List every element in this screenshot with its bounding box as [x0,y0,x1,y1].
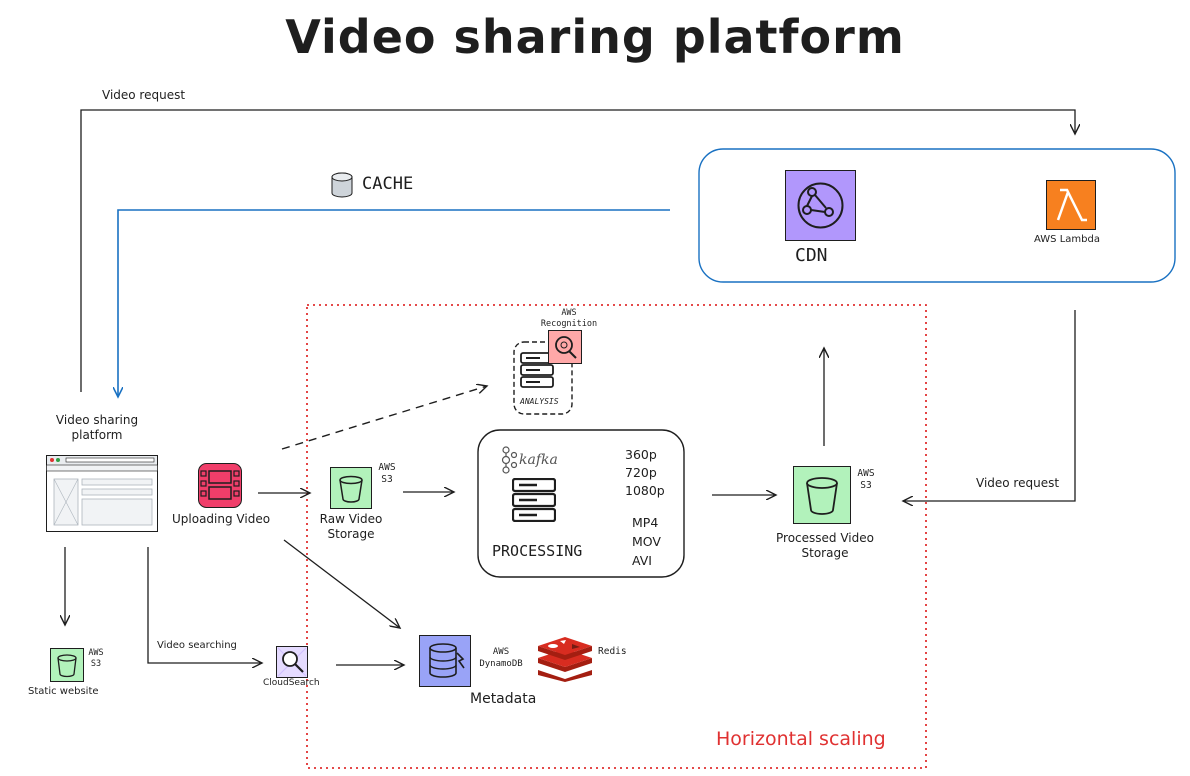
label-horizontal-scaling: Horizontal scaling [716,728,886,750]
arrow-video-request-right [903,310,1076,501]
cdn-container [698,148,1176,283]
label-uploading-video: Uploading Video [172,512,271,526]
resolution-list: 360p 720p 1080p [625,446,665,500]
format-mp4: MP4 [632,515,659,530]
redis-icon[interactable] [536,632,594,682]
horizontal-scaling-box [306,304,927,769]
label-aws-dynamodb: AWS DynamoDB [479,647,523,669]
resolution-720p: 720p [625,465,657,480]
label-static-website: Static website [28,686,99,697]
arrow-upload-to-metadata [283,539,400,628]
analysis-box [513,341,573,415]
label-processing: PROCESSING [492,542,583,560]
label-redis: Redis [598,646,627,657]
label-cloudsearch: CloudSearch [263,678,320,688]
resolution-1080p: 1080p [625,483,665,498]
label-metadata: Metadata [470,691,537,707]
label-processed-aws-s3: AWS S3 [857,468,875,491]
page-title: Video sharing platform [285,10,905,64]
cdn-icon[interactable] [785,170,856,241]
label-static-aws-s3: AWS S3 [88,648,104,669]
format-avi: AVI [632,553,652,568]
resolution-360p: 360p [625,447,657,462]
film-strip-icon[interactable] [198,463,242,508]
cache-cylinder-icon [331,172,353,198]
label-video-searching: Video searching [157,640,237,651]
server-icon [520,352,554,388]
format-mov: MOV [632,534,661,549]
arrow-cache [118,209,670,397]
label-analysis: ANALYSIS [520,397,559,406]
label-video-request-top: Video request [102,88,186,102]
s3-bucket-icon[interactable] [330,467,372,509]
static-s3-bucket-icon[interactable] [50,648,84,682]
arrow-video-searching [147,547,262,663]
label-processed-video-storage: Processed Video Storage [776,531,874,560]
label-aws-lambda: AWS Lambda [1034,234,1100,245]
label-raw-aws-s3: AWS S3 [378,462,396,485]
arrow-video-request-top [80,109,1075,392]
processed-s3-bucket-icon[interactable] [793,466,851,524]
arrow-to-analysis [281,386,487,450]
lambda-icon[interactable] [1046,180,1096,230]
format-list: MP4 MOV AVI [632,513,661,570]
dynamodb-icon[interactable] [419,635,471,687]
cloudsearch-icon[interactable] [276,646,308,678]
label-video-request-right: Video request [976,476,1060,490]
browser-window-icon[interactable] [46,455,158,532]
processing-server-icon [512,478,556,522]
label-cache: CACHE [362,174,414,194]
kafka-icon [501,446,517,474]
recognition-icon[interactable] [548,330,582,364]
label-video-sharing-platform: Video sharing platform [55,413,139,442]
label-cdn: CDN [795,245,828,266]
label-kafka: kafka [519,452,558,468]
label-raw-video-storage: Raw Video Storage [319,512,383,541]
label-aws-recognition: AWS Recognition [540,308,598,329]
processing-box [477,429,685,578]
